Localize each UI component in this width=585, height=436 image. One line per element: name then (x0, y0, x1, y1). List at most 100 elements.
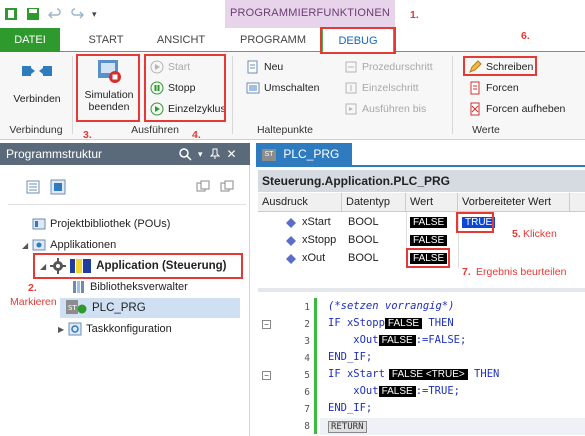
tree-item-taskkonfiguration[interactable]: ▶ Taskkonfiguration (58, 322, 172, 336)
code-keyword: THEN (422, 317, 454, 329)
collapsed-arrow-icon[interactable]: ▶ (58, 324, 65, 334)
search-icon[interactable] (178, 147, 192, 161)
simulation-beenden-button[interactable]: Simulation beenden (80, 58, 138, 118)
library-icon (32, 218, 46, 230)
column-header-wert[interactable]: Wert (406, 193, 458, 212)
table-row[interactable]: xStopp BOOL FALSE (258, 232, 585, 249)
connect-label: Verbinden (13, 93, 61, 105)
forcen-aufheben-button[interactable]: Forcen aufheben (468, 102, 565, 116)
pause-icon (150, 81, 164, 95)
row-type: BOOL (348, 252, 379, 264)
line-number: 8 (304, 421, 310, 432)
code-variable: xStart (340, 368, 385, 380)
tab-ansicht[interactable]: ANSICHT (156, 34, 206, 46)
editor-tab-plc-prg[interactable]: ST PLC_PRG ✕ (256, 143, 352, 183)
annotation-4: 4. (192, 129, 201, 141)
row-value-badge: FALSE (410, 253, 448, 264)
tree-item-label: Applikationen (50, 239, 117, 251)
tab-datei[interactable]: DATEI (0, 28, 60, 52)
schreiben-button[interactable]: Schreiben (468, 60, 533, 74)
umschalten-button[interactable]: Umschalten (246, 81, 319, 95)
prozedurschritt-button[interactable]: Prozedurschritt (344, 60, 433, 74)
row-prepared-badge[interactable]: TRUE (462, 217, 496, 228)
row-type: BOOL (348, 234, 379, 246)
einzelzyklus-button[interactable]: Einzelzyklus (150, 102, 226, 116)
annotation-3: 3. (83, 129, 92, 141)
row-prepared[interactable] (460, 232, 520, 249)
fold-toggle-icon[interactable]: − (262, 320, 271, 329)
pou-view-icon[interactable] (26, 180, 40, 194)
row-prepared[interactable]: TRUE (460, 214, 520, 231)
tab-programm[interactable]: PROGRAMM (240, 34, 306, 46)
column-header-vorbereiteter-wert[interactable]: Vorbereiteter Wert (458, 193, 570, 212)
forcen-button[interactable]: Forcen (468, 81, 519, 95)
panel-toolbar (26, 179, 246, 198)
tree-item-application[interactable]: ◢ Application (Steuerung) (40, 258, 227, 274)
watch-title: Steuerung.Application.PLC_PRG (258, 170, 585, 192)
close-icon[interactable]: ✕ (226, 147, 237, 161)
connect-button[interactable]: Verbinden (6, 56, 68, 112)
tab-debug[interactable]: DEBUG (322, 28, 394, 53)
line-number: 2 (304, 319, 310, 330)
forcen-label: Forcen (486, 82, 519, 94)
code-text: :=TRUE; (415, 385, 460, 397)
pin-icon[interactable] (209, 148, 221, 160)
collapse-icon[interactable] (196, 180, 210, 194)
step-into-icon (345, 82, 357, 94)
code-line-8: RETURN (320, 418, 585, 435)
fold-toggle-icon[interactable]: − (262, 371, 271, 380)
expand-icon[interactable] (220, 180, 234, 194)
qat-dropdown-icon[interactable]: ▾ (92, 8, 97, 19)
line-number: 5 (304, 370, 310, 381)
device-view-icon[interactable] (50, 179, 66, 195)
column-header-datentyp[interactable]: Datentyp (342, 193, 406, 212)
watch-column-divider (458, 212, 459, 268)
row-var-icon (286, 232, 300, 249)
row-value-badge: FALSE (410, 235, 448, 246)
neu-label: Neu (264, 61, 284, 73)
save-icon[interactable] (26, 7, 40, 21)
ausfuehren-bis-button[interactable]: Ausführen bis (344, 102, 426, 116)
redo-icon[interactable] (70, 7, 84, 21)
library-manager-icon (73, 281, 84, 293)
table-row[interactable]: xStart BOOL FALSE TRUE (258, 214, 585, 231)
tree-item-projektbibliothek[interactable]: Projektbibliothek (POUs) (32, 217, 170, 231)
row-value: FALSE (408, 250, 460, 267)
stopp-button[interactable]: Stopp (150, 81, 195, 95)
ausfuehren-bis-label: Ausführen bis (362, 103, 427, 115)
new-breakpoint-icon (247, 60, 258, 74)
einzelschritt-label: Einzelschritt (362, 82, 419, 94)
line-number: 7 (304, 404, 310, 415)
start-button[interactable]: Start (150, 60, 190, 74)
tab-start[interactable]: START (88, 34, 124, 46)
code-keyword: IF (328, 368, 341, 380)
expanded-arrow-icon[interactable]: ◢ (40, 261, 47, 271)
einzelzyklus-label: Einzelzyklus (168, 103, 226, 115)
line-number: 6 (304, 387, 310, 398)
expanded-arrow-icon[interactable]: ◢ (22, 240, 29, 250)
tree-item-applikationen[interactable]: ◢ Applikationen (22, 238, 116, 252)
tree-item-plc-prg[interactable]: ST PLC_PRG (66, 300, 146, 316)
tree-item-bibliotheksverwalter[interactable]: Bibliotheksverwalter (72, 280, 188, 294)
gear-icon (50, 258, 67, 274)
row-var-icon (286, 250, 300, 267)
svg-text:ST: ST (68, 304, 77, 312)
einzelschritt-button[interactable]: Einzelschritt (344, 81, 419, 95)
simulation-label-line1: Simulation (84, 89, 134, 101)
annotation-box-application (33, 253, 243, 279)
row-prepared[interactable] (460, 250, 520, 267)
annotation-5-text: Klicken (523, 228, 557, 240)
tree-item-label: PLC_PRG (92, 302, 146, 314)
play-icon (150, 60, 164, 74)
code-variable: xOut (328, 334, 379, 346)
column-header-ausdruck[interactable]: Ausdruck (258, 193, 342, 212)
table-row[interactable]: xOut BOOL FALSE (258, 250, 585, 267)
context-tab-band (225, 0, 395, 28)
code-line-7: END_IF; (320, 400, 585, 417)
undo-icon[interactable] (48, 7, 62, 21)
neu-button[interactable]: Neu (246, 60, 283, 74)
step-over-icon (345, 61, 357, 73)
chevron-down-icon[interactable]: ▾ (198, 148, 203, 159)
